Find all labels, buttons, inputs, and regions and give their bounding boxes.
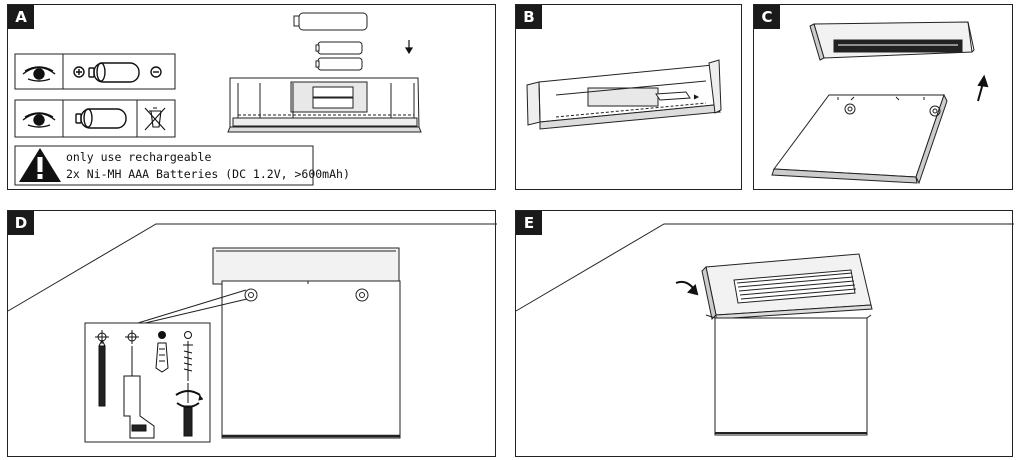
drill-icon: [123, 330, 155, 439]
panel-label-b: B: [516, 5, 542, 29]
panel-d: D: [7, 210, 497, 457]
wall-plug-icon: [155, 331, 169, 373]
battery-insertion-illustration: [14, 12, 422, 186]
eye-icon: [22, 112, 56, 128]
screwdriver-icon: [175, 383, 204, 437]
eye-icon: [22, 66, 56, 82]
battery-icon: [73, 62, 162, 83]
device-detach-illustration: [771, 21, 989, 185]
warning-icon: [19, 148, 61, 182]
warning-line-1: only use rechargeable: [66, 150, 212, 164]
arrow-icon: [404, 40, 414, 55]
panel-label-c: C: [754, 5, 780, 29]
battery-cover-closing-illustration: [526, 59, 722, 130]
arrow-icon: [675, 280, 699, 296]
screw-icon: [183, 331, 193, 381]
battery-icon: [75, 108, 127, 129]
panel-b: B: [515, 4, 742, 190]
warning-text: only use rechargeable 2x Ni-MH AAA Batte…: [66, 149, 350, 183]
panel-c: C: [753, 4, 1013, 190]
wall-mounting-illustration: [7, 223, 497, 443]
panel-a: A: [7, 4, 496, 190]
panel-label-a: A: [8, 5, 34, 29]
arrow-icon: [977, 74, 989, 102]
pencil-icon: [95, 330, 109, 407]
panel-label-d: D: [8, 211, 34, 235]
recycle-bin-crossed-icon: [144, 107, 166, 131]
panel-e: E: [515, 210, 1014, 457]
panel-label-e: E: [516, 211, 542, 235]
warning-line-2: 2x Ni-MH AAA Batteries (DC 1.2V, >600mAh…: [66, 167, 350, 181]
device-attach-illustration: [515, 223, 1014, 436]
